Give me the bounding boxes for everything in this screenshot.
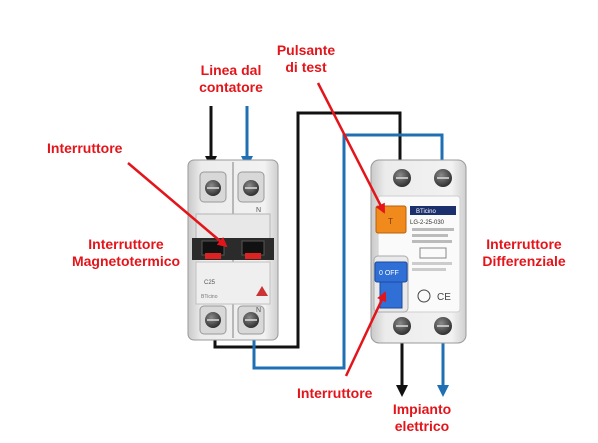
label-interruttore-rcd: Interruttore xyxy=(297,385,373,401)
rcd-model-label: LG-2-25-030 xyxy=(410,220,445,226)
mcb-rating-label: C25 xyxy=(204,280,216,286)
arrow-interruttore-rcd xyxy=(344,291,387,377)
rcd-cert-icon xyxy=(417,289,431,303)
label-impianto-elettrico: Impianto elettrico xyxy=(392,401,452,434)
rcd-brand-label: BTicino xyxy=(416,209,436,215)
wire-black-mcb-to-rcd xyxy=(213,111,402,349)
mcb-device: N C25 BTicino N xyxy=(187,159,279,341)
rcd-test-button-label: T xyxy=(388,217,393,226)
arrow-interruttore-mcb xyxy=(127,162,228,248)
rcd-toggle-label: 0 OFF xyxy=(379,270,399,277)
label-linea-dal-contatore: Linea dal contatore xyxy=(199,62,263,95)
mcb-terminal-n-bottom: N xyxy=(256,307,261,314)
mcb-brand-label: BTicino xyxy=(201,294,218,300)
label-interruttore-magnetotermico: Interruttore Magnetotermico xyxy=(71,236,181,269)
label-interruttore-mcb: Interruttore xyxy=(47,140,123,156)
mcb-terminal-n-top: N xyxy=(256,207,261,214)
arrow-pulsante-test xyxy=(316,82,386,214)
wire-blue-mcb-to-rcd xyxy=(252,133,444,370)
label-interruttore-differenziale: Interruttore Differenziale xyxy=(482,236,566,269)
rcd-device: T BTicino LG-2-25-030 CE 0 OFF xyxy=(370,159,467,344)
mcb-logo-icon xyxy=(256,286,268,296)
svg-text:CE: CE xyxy=(437,292,451,303)
label-pulsante-di-test: Pulsante di test xyxy=(276,42,336,75)
